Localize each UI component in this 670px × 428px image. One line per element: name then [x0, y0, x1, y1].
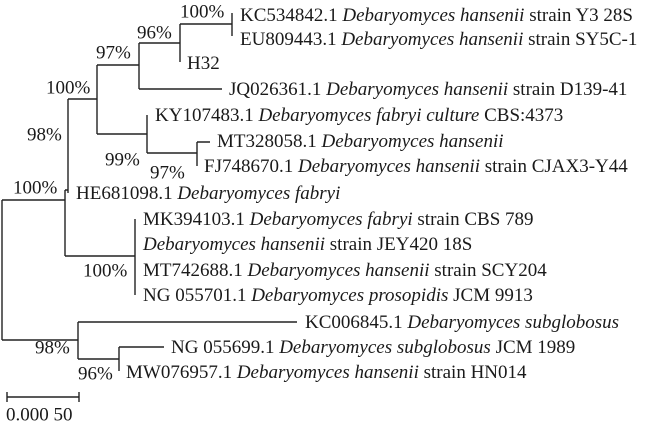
leaf-label: KC006845.1 Debaryomyces subglobosus	[305, 312, 619, 333]
bootstrap-value: 97%	[150, 163, 185, 184]
leaf-rest: strain SCY204	[430, 260, 548, 281]
branches	[1, 13, 297, 371]
leaf-accession: KC534842.1	[240, 5, 342, 26]
bootstrap-value: 100%	[13, 178, 58, 199]
leaf-rest: strain HN014	[419, 362, 527, 383]
leaf-species: Debaryomyces prosopidis	[250, 285, 448, 306]
leaf-species: Debaryomyces subglobosus	[278, 337, 491, 358]
leaf-species: Debaryomyces hansenii	[340, 29, 523, 50]
scale-bar: 0.000 50	[6, 392, 80, 426]
leaf-label: KC534842.1 Debaryomyces hansenii strain …	[240, 5, 633, 26]
branch-97-node	[138, 42, 222, 90]
bootstrap-value: 98%	[27, 125, 62, 146]
bootstrap-labels: 100%96%97%100%98%99%97%100%100%98%96%	[13, 2, 225, 385]
leaf-rest: strain CBS 789	[413, 209, 534, 230]
leaf-species: Debaryomyces hansenii	[236, 362, 419, 383]
leaf-label: Debaryomyces hansenii strain JEY420 18S	[142, 234, 472, 255]
leaf-species: Debaryomyces subglobosus	[406, 312, 619, 333]
leaf-label: MK394103.1 Debaryomyces fabryi strain CB…	[143, 209, 534, 230]
leaf-labels: KC534842.1 Debaryomyces hansenii strain …	[76, 5, 637, 383]
bootstrap-value: 98%	[35, 338, 70, 359]
leaf-accession: MT328058.1	[217, 131, 322, 152]
leaf-species: Debaryomyces fabryi	[249, 209, 413, 230]
leaf-accession: MT742688.1	[143, 260, 248, 281]
bootstrap-value: 97%	[96, 43, 131, 64]
leaf-species: Debaryomyces hansenii	[142, 234, 325, 255]
leaf-accession: NG 055701.1	[143, 285, 251, 306]
leaf-rest: JCM 1989	[491, 337, 575, 358]
leaf-rest: strain Y3 28S	[524, 5, 633, 26]
leaf-label: JQ026361.1 Debaryomyces hansenii strain …	[229, 79, 627, 100]
leaf-species: Debaryomyces hansenii	[247, 260, 430, 281]
branch-100-node	[96, 64, 147, 135]
bootstrap-value: 96%	[78, 364, 113, 385]
branch-96-node	[179, 23, 232, 62]
bootstrap-value: 100%	[83, 261, 128, 282]
leaf-label: HE681098.1 Debaryomyces fabryi	[76, 183, 340, 204]
leaf-species: Debaryomyces fabryi	[176, 183, 340, 204]
leaf-rest: strain D139-41	[508, 79, 627, 100]
leaf-label: FJ748670.1 Debaryomyces hansenii strain …	[204, 156, 628, 177]
leaf-species: Debaryomyces hansenii	[341, 5, 524, 26]
bootstrap-value: 100%	[46, 78, 91, 99]
leaf-label: H32	[187, 53, 220, 74]
leaf-label: MT742688.1 Debaryomyces hansenii strain …	[143, 260, 547, 281]
leaf-species: Debaryomyces hansenii	[325, 79, 508, 100]
leaf-accession: MK394103.1	[143, 209, 250, 230]
leaf-accession: KY107483.1	[155, 105, 258, 126]
leaf-rest: strain SY5C-1	[523, 29, 637, 50]
leaf-rest: CBS:4373	[479, 105, 563, 126]
leaf-rest: strain CJAX3-Y44	[480, 156, 628, 177]
leaf-accession: JQ026361.1	[229, 79, 326, 100]
leaf-label: EU809443.1 Debaryomyces hansenii strain …	[240, 29, 637, 50]
leaf-species: Debaryomyces fabryi culture	[257, 105, 479, 126]
branch-96-lower-node	[118, 346, 164, 371]
leaf-accession: EU809443.1	[240, 29, 341, 50]
leaf-accession: HE681098.1	[76, 183, 177, 204]
root-branch	[1, 199, 78, 341]
leaf-accession: KC006845.1	[305, 312, 407, 333]
leaf-accession: H32	[187, 53, 220, 74]
leaf-label: MW076957.1 Debaryomyces hansenii strain …	[126, 362, 527, 383]
branch-97-inner-node	[196, 141, 210, 166]
leaf-label: KY107483.1 Debaryomyces fabryi culture C…	[155, 105, 563, 126]
leaf-rest: strain JEY420 18S	[325, 234, 472, 255]
bootstrap-value: 96%	[137, 23, 172, 44]
bootstrap-value: 100%	[180, 2, 225, 23]
bootstrap-value: 99%	[105, 150, 140, 171]
branch-98-lower-node	[77, 321, 297, 360]
scale-bar-label: 0.000 50	[6, 405, 73, 426]
branch-100-lower-node	[65, 219, 136, 295]
leaf-accession: NG 055699.1	[171, 337, 279, 358]
leaf-label: NG 055699.1 Debaryomyces subglobosus JCM…	[171, 337, 575, 358]
branch-upper-clade	[64, 98, 97, 256]
leaf-accession: MW076957.1	[126, 362, 237, 383]
leaf-species: Debaryomyces hansenii	[321, 131, 504, 152]
scale-bar-line	[6, 392, 80, 402]
leaf-accession: FJ748670.1	[204, 156, 298, 177]
branch-99-node	[146, 115, 197, 154]
leaf-label: NG 055701.1 Debaryomyces prosopidis JCM …	[143, 285, 533, 306]
leaf-species: Debaryomyces hansenii	[297, 156, 480, 177]
leaf-label: MT328058.1 Debaryomyces hansenii	[217, 131, 504, 152]
leaf-rest: JCM 9913	[448, 285, 532, 306]
